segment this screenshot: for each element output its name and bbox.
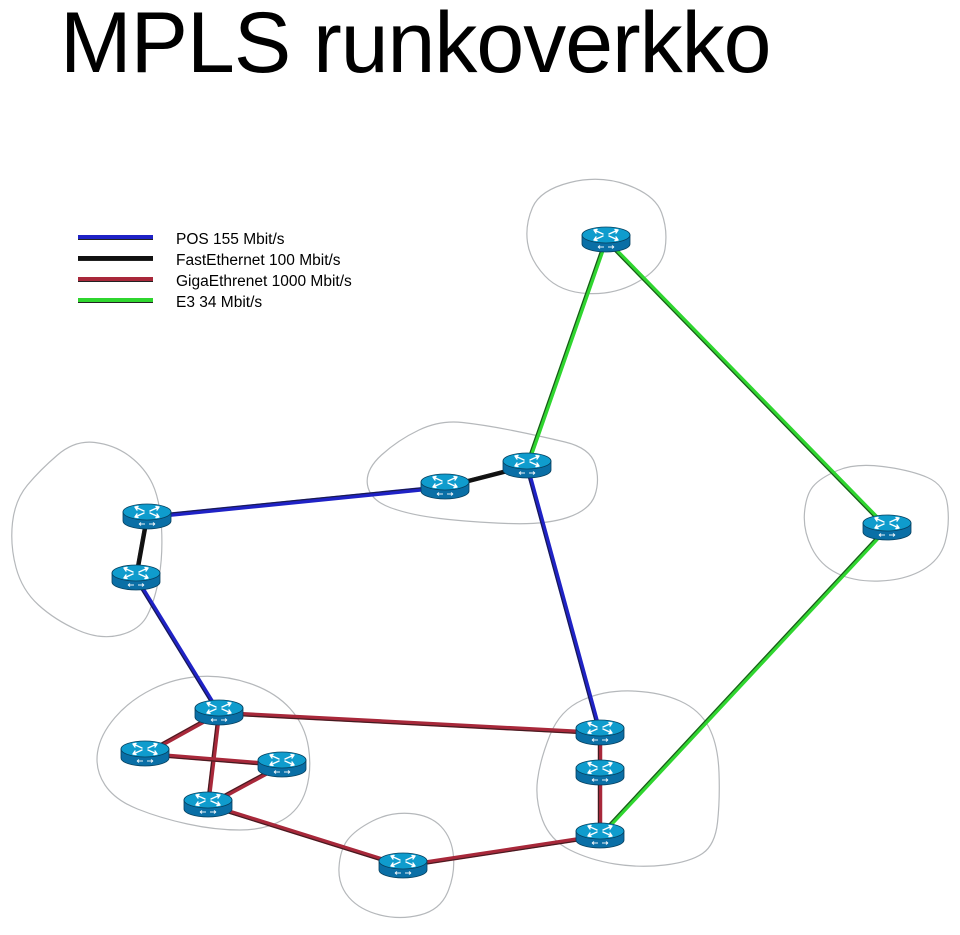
router-r7-icon <box>194 699 244 726</box>
router-r14-icon <box>378 852 428 879</box>
router-r9-icon <box>257 751 307 778</box>
network-clouds <box>11 178 949 919</box>
network-routers <box>111 226 912 879</box>
router-r2-icon <box>862 514 912 541</box>
router-r10-icon <box>183 791 233 818</box>
legend-swatch-pos <box>78 235 153 240</box>
link-r2-r13 <box>597 525 890 839</box>
router-r11-icon <box>575 719 625 746</box>
legend-label-e3: E3 34 Mbit/s <box>176 294 263 311</box>
cloud-left <box>11 441 163 638</box>
router-r13-icon <box>575 822 625 849</box>
page-title: MPLS runkoverkko <box>60 0 772 91</box>
router-r6-icon <box>111 564 161 591</box>
router-r1-icon <box>581 226 631 253</box>
link-r1-r3 <box>524 237 609 469</box>
legend-label-gigaethernet: GigaEthrenet 1000 Mbit/s <box>176 273 352 290</box>
legend-swatch-gigaethernet <box>78 277 153 282</box>
legend-label-fastethernet: FastEthernet 100 Mbit/s <box>176 252 341 269</box>
router-r3-icon <box>502 452 552 479</box>
link-r7-r11 <box>216 710 603 736</box>
link-r1-r2 <box>603 237 890 531</box>
link-r4-r5 <box>144 484 448 520</box>
legend-swatch-fastethernet <box>78 256 153 261</box>
legend-label-pos: POS 155 Mbit/s <box>176 231 285 248</box>
link-r14-r13 <box>400 833 603 869</box>
router-r4-icon <box>420 473 470 500</box>
router-r5-icon <box>122 503 172 530</box>
router-r12-icon <box>575 759 625 786</box>
legend-swatch-e3 <box>78 298 153 303</box>
link-r10-r14 <box>205 802 406 869</box>
cloud-middle <box>366 421 599 525</box>
link-r3-r11 <box>524 463 603 736</box>
router-r8-icon <box>120 740 170 767</box>
link-r6-r7 <box>133 575 222 716</box>
